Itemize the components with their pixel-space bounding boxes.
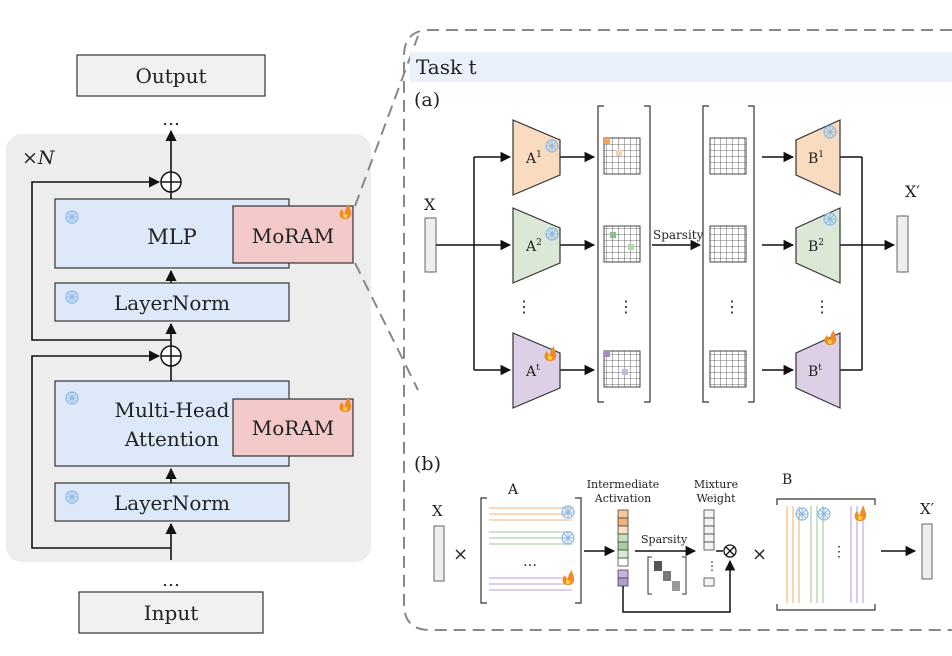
matrix-a-label: A bbox=[507, 482, 519, 498]
matrix-b: ⋮ bbox=[776, 498, 876, 611]
trainable-flame-icon bbox=[562, 570, 575, 585]
panel-a-sparsity-label: Sparsity bbox=[653, 228, 704, 242]
task-panel: Task t (a) X X′ A1 bbox=[403, 29, 952, 631]
task-band bbox=[410, 52, 952, 82]
matrix-a: … bbox=[480, 497, 582, 604]
frozen-snowflake-icon bbox=[823, 212, 837, 226]
intermediate-label-line1: Intermediate bbox=[587, 478, 660, 491]
attention-label-line2: Attention bbox=[124, 427, 219, 451]
frozen-snowflake-icon bbox=[823, 125, 837, 139]
attention-label-line1: Multi-Head bbox=[115, 398, 230, 422]
matrix-a-dots: … bbox=[523, 554, 537, 570]
layernorm-block-top bbox=[54, 282, 290, 322]
panel-a-label: (a) bbox=[414, 89, 440, 111]
zoom-line-bottom bbox=[354, 262, 419, 391]
mixture-label-line1: Mixture bbox=[694, 478, 738, 491]
lora-at-label: At bbox=[525, 363, 540, 380]
input-label: Input bbox=[144, 601, 199, 625]
moram-label-attention: MoRAM bbox=[252, 416, 335, 440]
input-box bbox=[78, 591, 264, 634]
panel-b-gate-path bbox=[622, 550, 736, 613]
repeat-label: ×N bbox=[22, 147, 56, 169]
multiply-node bbox=[723, 544, 737, 558]
top-ellipsis: … bbox=[162, 109, 180, 130]
panel-b-output-vector bbox=[921, 523, 933, 580]
panel-a-vdots-mid: ⋮ bbox=[618, 297, 634, 316]
frozen-snowflake-icon bbox=[561, 531, 575, 545]
matrix-b-vdots: ⋮ bbox=[832, 544, 846, 560]
lora-b2-label: B2 bbox=[808, 238, 824, 255]
trainable-flame-icon bbox=[824, 330, 837, 345]
panel-b-output-label: X′ bbox=[920, 500, 935, 518]
panel-a-vdots-a: ⋮ bbox=[516, 297, 532, 316]
mlp-label: MLP bbox=[147, 225, 197, 249]
transformer-stack: ×N Output Input … … MLP MoRAM LayerNorm … bbox=[6, 35, 419, 634]
intermediate-activation-vector bbox=[617, 509, 629, 587]
output-label: Output bbox=[135, 64, 206, 88]
lora-a1-label: A1 bbox=[525, 150, 542, 167]
left-connectors bbox=[31, 129, 177, 560]
layernorm-label-top: LayerNorm bbox=[114, 291, 230, 315]
frozen-snowflake-icon bbox=[65, 210, 79, 224]
frozen-snowflake-icon bbox=[545, 227, 559, 241]
panel-a-vdots-sparse: ⋮ bbox=[724, 297, 740, 316]
frozen-snowflake-icon bbox=[561, 505, 575, 519]
moram-block-mlp bbox=[232, 205, 354, 264]
lora-b1-label: B1 bbox=[808, 150, 824, 167]
panel-b-label: (b) bbox=[414, 453, 441, 475]
lora-b2-module bbox=[795, 207, 841, 284]
frozen-snowflake-icon bbox=[65, 290, 79, 304]
panel-a-input-vector bbox=[424, 217, 437, 273]
lora-a2-module bbox=[512, 207, 561, 284]
panel-b-sparsity-label: Sparsity bbox=[641, 533, 688, 546]
panel-a-vdots-b: ⋮ bbox=[814, 297, 830, 316]
moram-label-mlp: MoRAM bbox=[252, 224, 335, 248]
lora-a2-label: A2 bbox=[525, 238, 542, 255]
add-node bbox=[160, 345, 182, 367]
moram-block-attention bbox=[232, 398, 354, 457]
lora-bt-module bbox=[795, 332, 841, 409]
task-panel-border bbox=[403, 29, 952, 631]
zoom-line-top bbox=[354, 35, 419, 207]
layernorm-block-bottom bbox=[54, 482, 290, 522]
task-label: Task t bbox=[416, 55, 477, 79]
panel-b-input-vector bbox=[433, 525, 445, 582]
lora-a1-module bbox=[512, 119, 561, 196]
panel-b-times-1: × bbox=[453, 544, 468, 565]
lora-at-module bbox=[512, 332, 561, 409]
frozen-snowflake-icon bbox=[545, 139, 559, 153]
intermediate-matrix-column: ⋮ bbox=[597, 105, 651, 403]
panel-b-times-2: × bbox=[752, 544, 767, 565]
lora-b1-module bbox=[795, 119, 841, 196]
intermediate-label-line2: Activation bbox=[594, 492, 651, 505]
panel-a-connectors bbox=[436, 151, 896, 376]
panel-a-input-label: X bbox=[424, 195, 436, 214]
frozen-snowflake-icon bbox=[817, 507, 831, 521]
layernorm-label-bottom: LayerNorm bbox=[114, 491, 230, 515]
bottom-ellipsis: … bbox=[162, 570, 180, 591]
lora-bt-label: Bt bbox=[808, 363, 822, 380]
mixture-weight-vector bbox=[703, 509, 715, 587]
panel-a-output-label: X′ bbox=[905, 182, 920, 201]
panel-b-input-label: X bbox=[432, 502, 443, 520]
mixture-vdots: ⋮ bbox=[706, 559, 718, 573]
frozen-snowflake-icon bbox=[795, 507, 809, 521]
sparse-selection-matrix bbox=[647, 556, 687, 595]
frozen-snowflake-icon bbox=[65, 490, 79, 504]
mixture-label-line2: Weight bbox=[697, 492, 737, 505]
panel-a-output-vector bbox=[896, 215, 909, 273]
output-box bbox=[76, 54, 266, 97]
frozen-snowflake-icon bbox=[65, 391, 79, 405]
matrix-b-label: B bbox=[782, 472, 792, 488]
add-node bbox=[160, 171, 182, 193]
sparse-matrix-column: ⋮ bbox=[702, 105, 755, 403]
